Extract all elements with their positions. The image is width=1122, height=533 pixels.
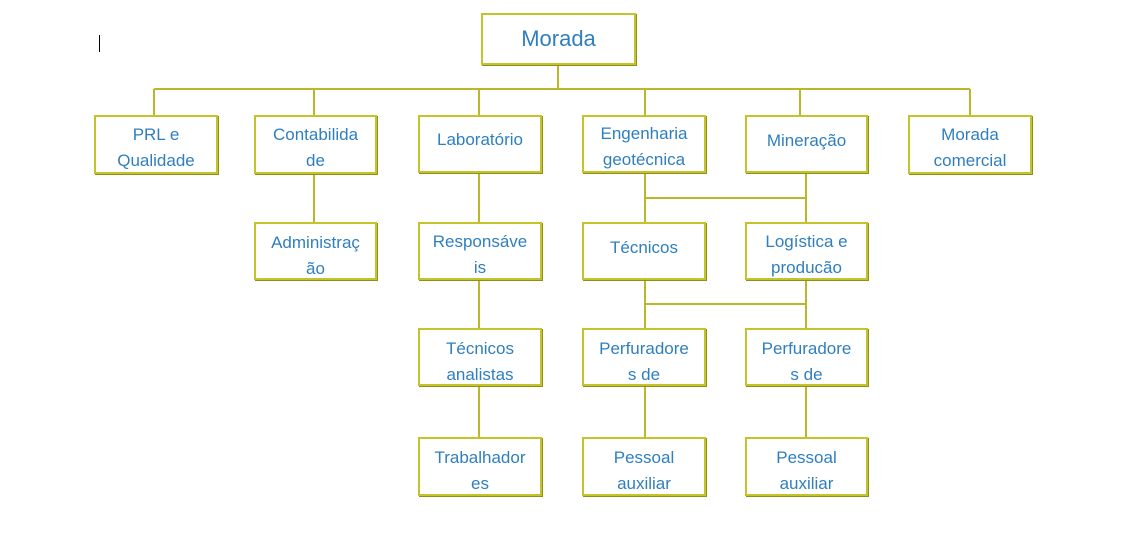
node-label-line: comercial	[933, 151, 1007, 170]
node-label-line: PRL e	[132, 125, 180, 144]
node-laboratorio: Laboratório	[418, 115, 542, 173]
node-label-line: Técnicos	[609, 238, 679, 257]
node-label-line: Responsáve	[432, 232, 528, 251]
node-contabilidade: Contabilida de	[254, 115, 377, 174]
node-administracao: Administraç ão	[254, 222, 377, 280]
node-label-line: Perfuradore	[599, 339, 689, 358]
node-label-line: auxiliar	[779, 474, 834, 493]
node-label-line: is	[473, 258, 487, 277]
node-tecnicos: Técnicos	[582, 222, 706, 280]
node-label-line: Morada	[941, 125, 999, 144]
node-trabalhadores: Trabalhador es	[418, 437, 542, 496]
node-pessoal-auxiliar-1: Pessoal auxiliar	[582, 437, 706, 496]
node-label-line: Logística e	[765, 232, 848, 251]
node-label-line: producão	[771, 258, 842, 277]
node-prl-qualidade: PRL e Qualidade	[94, 115, 218, 174]
node-label-line: analistas	[446, 365, 514, 384]
node-logistica-producao: Logística e producão	[745, 222, 868, 280]
node-label-line: auxiliar	[617, 474, 671, 493]
text-cursor	[99, 35, 100, 52]
node-label-line: Laboratório	[436, 130, 523, 149]
node-label-line: Técnicos	[445, 339, 515, 358]
node-perfuradores-2: Perfuradore s de	[745, 328, 868, 386]
node-label-line: Morada	[521, 26, 596, 51]
node-label-line: de	[306, 151, 325, 170]
node-label-line: Administraç	[271, 233, 360, 252]
node-tecnicos-analistas: Técnicos analistas	[418, 328, 542, 386]
node-label-line: Engenharia	[600, 124, 688, 143]
node-label-line: Mineração	[766, 131, 847, 150]
node-label-line: Contabilida	[272, 125, 359, 144]
node-engenharia-geotecnica: Engenharia geotécnica	[582, 115, 706, 173]
node-perfuradores-1: Perfuradore s de	[582, 328, 706, 386]
node-morada: Morada	[481, 13, 636, 65]
node-label-line: s de	[790, 365, 823, 384]
node-label-line: geotécnica	[602, 150, 686, 169]
node-label-line: Pessoal	[613, 448, 675, 467]
node-label-line: s de	[627, 365, 661, 384]
node-pessoal-auxiliar-2: Pessoal auxiliar	[745, 437, 868, 496]
node-mineracao: Mineração	[745, 115, 868, 173]
node-label-line: Qualidade	[117, 151, 195, 170]
node-label-line: ão	[306, 259, 325, 278]
node-morada-comercial: Morada comercial	[908, 115, 1032, 174]
node-label-line: es	[471, 474, 489, 493]
node-label-line: Pessoal	[776, 448, 837, 467]
node-responsaveis: Responsáve is	[418, 222, 542, 280]
node-label-line: Trabalhador	[434, 448, 526, 467]
node-label-line: Perfuradore	[761, 339, 852, 358]
